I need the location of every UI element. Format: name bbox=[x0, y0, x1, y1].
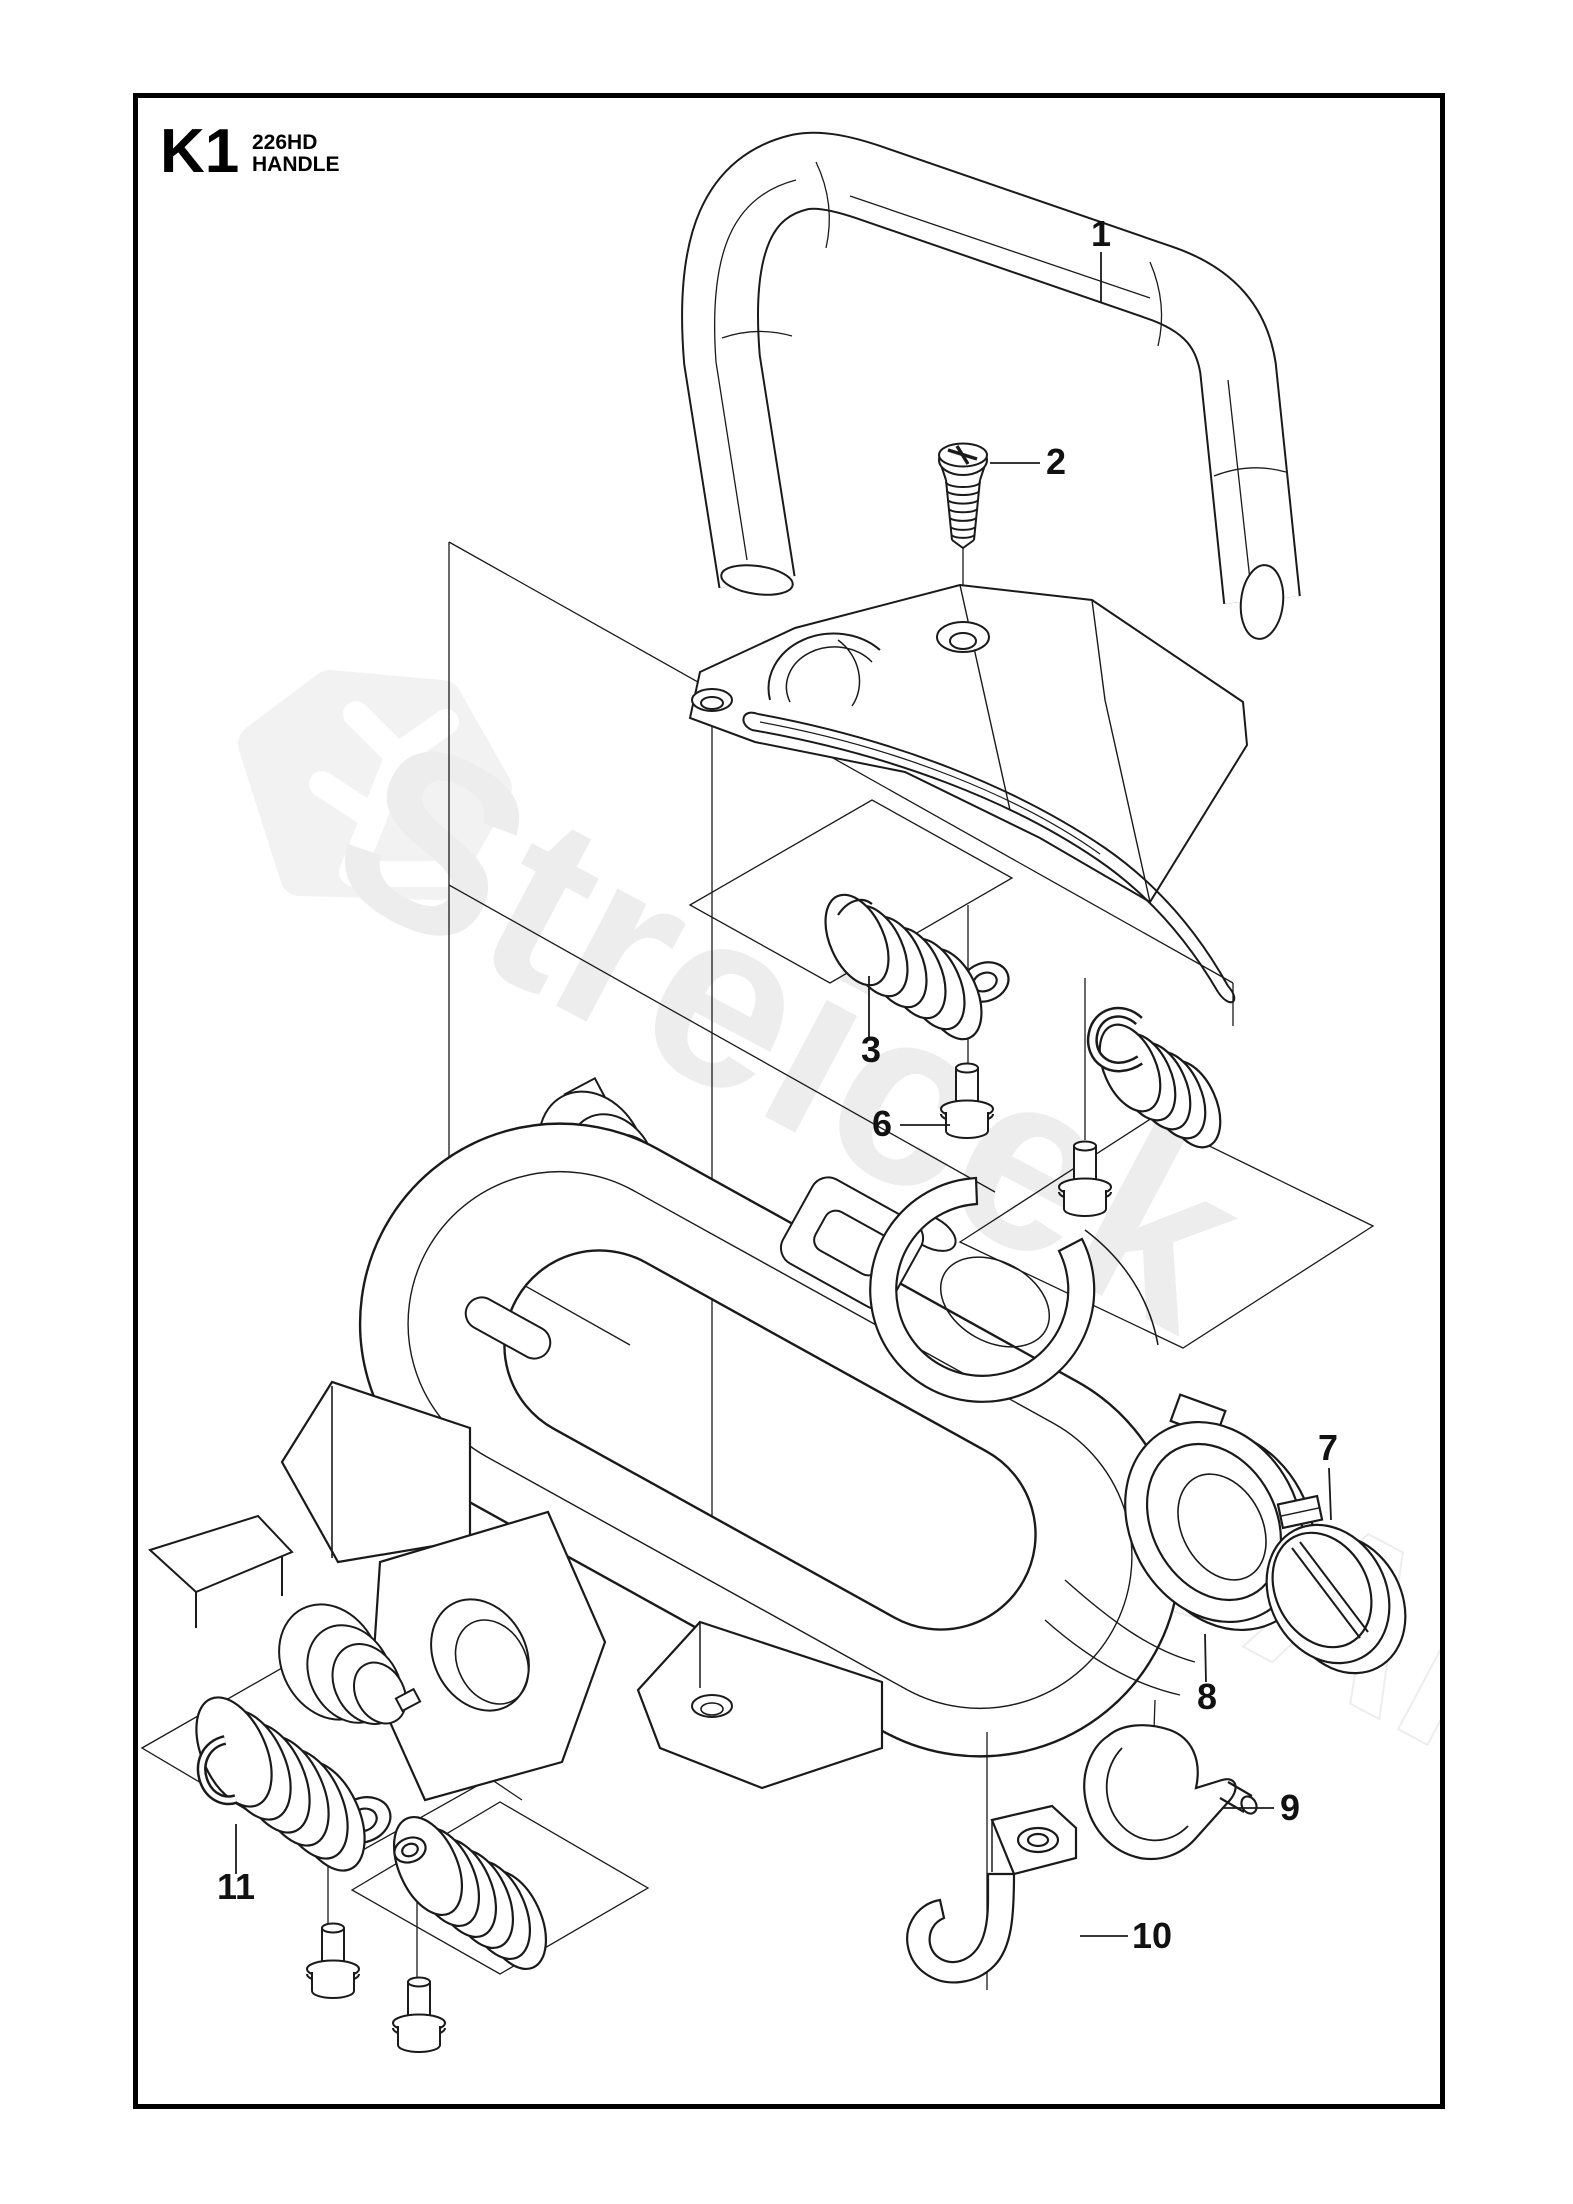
part-8-handle-housing bbox=[148, 1122, 1316, 1802]
callout-11-label: 11 bbox=[217, 1866, 255, 1907]
part-2-screw bbox=[938, 442, 988, 550]
watermark-logo bbox=[238, 670, 512, 900]
bottom-spring bbox=[393, 1815, 547, 1971]
part-9-clip bbox=[1083, 1699, 1258, 1861]
handle-clamp-plate bbox=[688, 583, 1249, 1004]
callout-8-label: 8 bbox=[1197, 1676, 1217, 1717]
bottom-left-bolt-a bbox=[306, 1922, 360, 1999]
right-spring bbox=[1086, 1006, 1222, 1149]
callout-3-label: 3 bbox=[861, 1029, 881, 1070]
callout-2-label: 2 bbox=[1046, 441, 1066, 482]
callout-9-label: 9 bbox=[1280, 1787, 1300, 1828]
part-10-hook-bracket bbox=[906, 1732, 1078, 1990]
part-7-cap bbox=[1265, 1494, 1407, 1675]
title-block: K1 226HD HANDLE bbox=[160, 117, 340, 186]
part-3-spring bbox=[824, 893, 1010, 1041]
model-number: 226HD bbox=[252, 131, 317, 154]
lower-left-damper bbox=[278, 1603, 422, 1726]
part-11-spring bbox=[195, 1696, 392, 1872]
callout-10-label: 10 bbox=[1132, 1915, 1172, 1956]
callout-6-label: 6 bbox=[872, 1103, 892, 1144]
callout-7-label: 7 bbox=[1318, 1427, 1338, 1468]
diagram-code: K1 bbox=[160, 117, 239, 186]
section-title: HANDLE bbox=[252, 153, 340, 176]
handlebar-grip-end bbox=[1239, 564, 1285, 640]
part-1-handlebar bbox=[681, 131, 1301, 640]
page-border bbox=[133, 93, 1445, 2109]
bottom-left-bolt-b bbox=[392, 1976, 446, 2053]
handlebar-open-end bbox=[720, 564, 794, 596]
callouts: 1 2 3 6 7 8 9 10 11 bbox=[217, 213, 1338, 1956]
callout-1-label: 1 bbox=[1091, 213, 1111, 254]
